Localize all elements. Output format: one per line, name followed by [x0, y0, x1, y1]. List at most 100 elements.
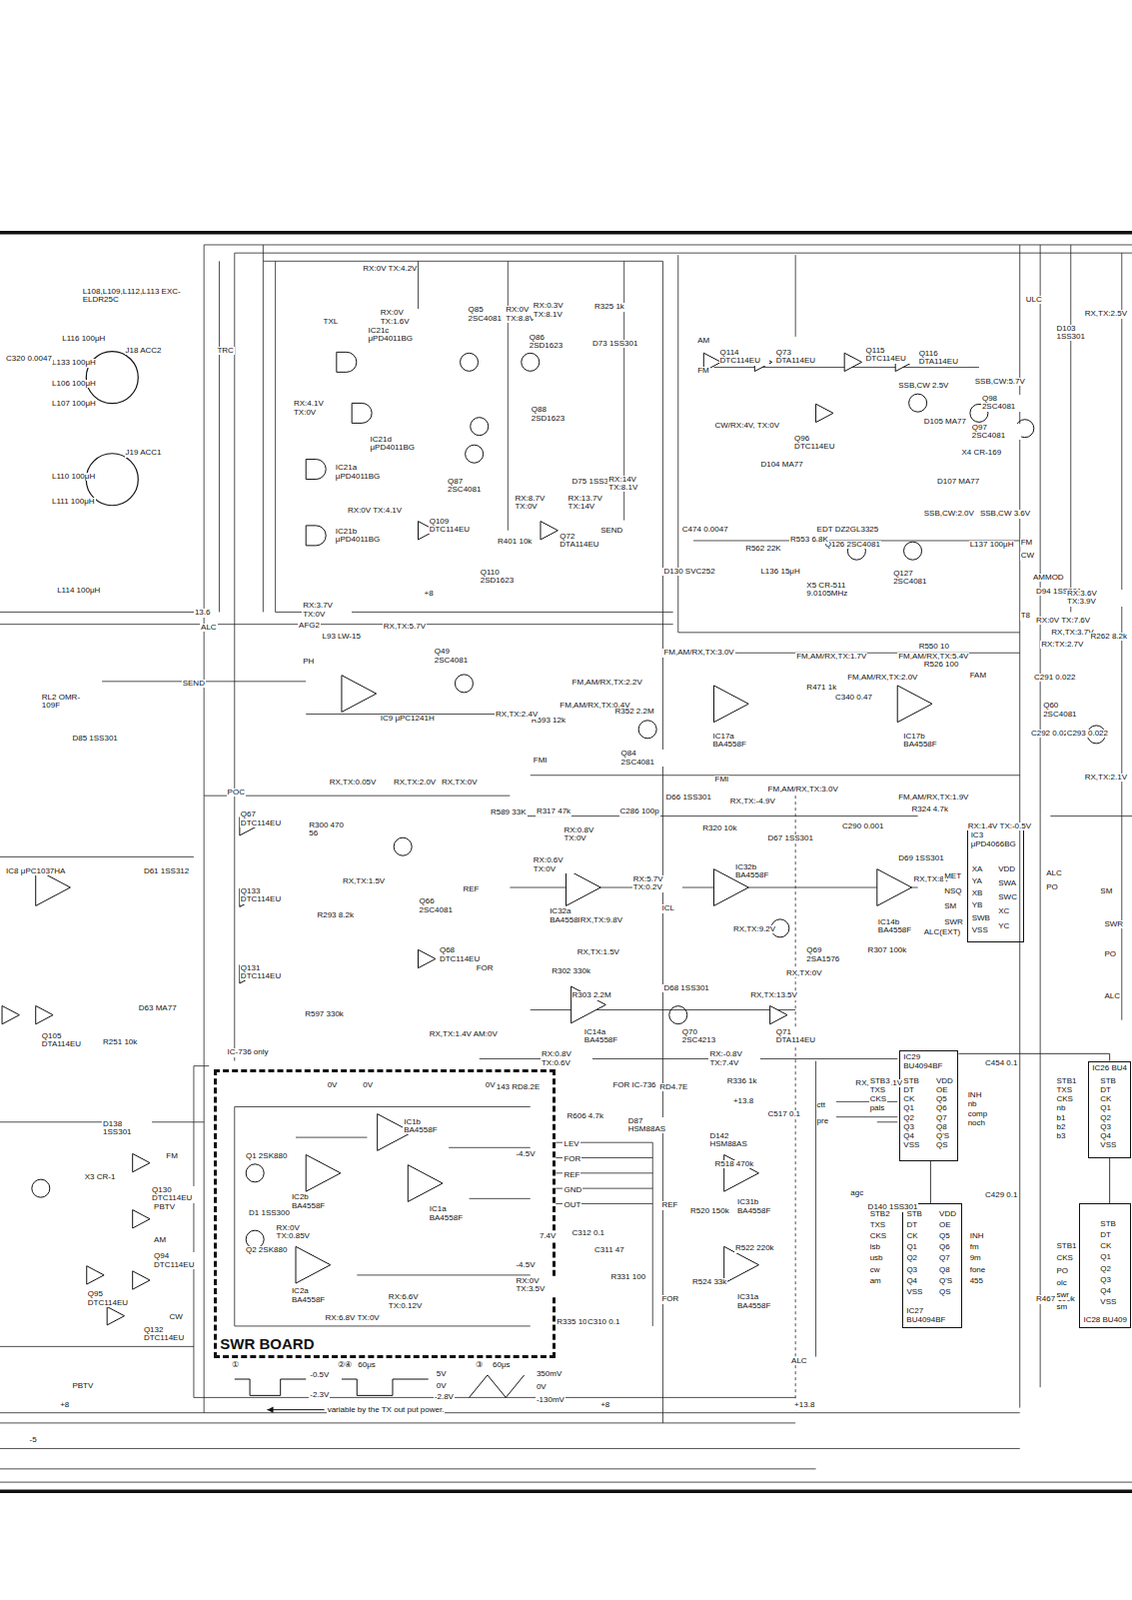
signal-label: ②④: [336, 1360, 353, 1369]
signal-label: FM: [1020, 538, 1035, 547]
signal-label: Q132 DTC114EU: [142, 1325, 193, 1343]
signal-label: STB: [1099, 1077, 1118, 1086]
signal-label: -4.5V: [514, 1260, 536, 1269]
signal-label: SWR: [943, 918, 965, 927]
signal-label: CW: [167, 1312, 183, 1321]
nand-gate: [305, 525, 326, 546]
signal-label: Q1: [1099, 1104, 1113, 1113]
signal-label: comp: [967, 1110, 990, 1119]
wire: [836, 1116, 898, 1118]
signal-label: YA: [971, 877, 984, 886]
signal-label: Q1: [902, 1104, 916, 1113]
opamp-symbol: [566, 869, 602, 907]
wire: [0, 856, 194, 858]
signal-label: R526 100: [923, 660, 961, 669]
signal-label: R401 10k: [496, 537, 533, 546]
wire: [234, 1324, 531, 1326]
signal-label: CKS: [1055, 1253, 1074, 1262]
signal-label: RX:0V TX:1.6V: [379, 308, 430, 326]
signal-label: D138 1SS301: [101, 1120, 152, 1137]
wire: [0, 1345, 194, 1347]
wire: [795, 254, 797, 337]
signal-label: VSS: [971, 926, 990, 935]
signal-label: X4 CR-169: [961, 448, 1004, 457]
signal-label: RX,TX:9.8V: [579, 916, 624, 925]
wire: [203, 795, 510, 797]
signal-label: 0V: [435, 1381, 448, 1390]
wire: [203, 244, 205, 1413]
signal-label: D67 1SS301: [767, 834, 815, 843]
signal-label: noch: [967, 1119, 987, 1128]
signal-label: FM,AM/RX,TX:2.2V: [571, 678, 644, 687]
signal-label: R606 4.7k: [566, 1112, 605, 1121]
signal-label: Q70 2SC4213: [681, 1028, 732, 1046]
signal-label: CW/RX:4V, TX:0V: [714, 421, 781, 430]
signal-label: Q1: [905, 1242, 919, 1251]
transistor-symbol: [465, 444, 484, 463]
signal-label: 7.4V: [538, 1231, 557, 1240]
buffer-symbol: [132, 1209, 150, 1228]
signal-label: R307 100k: [867, 946, 909, 955]
wire: [218, 260, 220, 612]
signal-label: RX,TX:13.5V: [749, 991, 799, 1000]
signal-label: R597 330k: [303, 1010, 345, 1019]
signal-label: D103 1SS301: [1055, 324, 1106, 342]
signal-label: IC31a BA4558F: [736, 1292, 787, 1310]
signal-label: RX,TX:3.7V: [1050, 628, 1095, 637]
signal-label: RX:13.7V TX:14V: [567, 494, 618, 512]
signal-label: C320 0.0047: [4, 354, 53, 363]
signal-label: ALC: [1045, 869, 1064, 878]
signal-label: FOR: [562, 1154, 582, 1163]
signal-label: C310 0.1: [586, 1317, 621, 1326]
signal-label: Q126 2SC4081: [824, 540, 882, 549]
signal-label: INH: [969, 1231, 986, 1240]
signal-label: Q'S: [938, 1276, 954, 1285]
signal-label: R589 33K: [489, 808, 528, 817]
signal-label: sm: [1055, 1302, 1069, 1311]
signal-label: C290 0.001: [841, 822, 885, 831]
signal-label: C517 0.1: [767, 1110, 802, 1119]
signal-label: XB: [971, 889, 985, 898]
signal-label: RX:6.6V TX:0.12V: [387, 1292, 438, 1310]
signal-label: RX,TX:1.5V: [576, 948, 621, 957]
signal-label: IC21b μPD4011BG: [334, 527, 385, 545]
signal-label: SEND: [181, 679, 206, 688]
signal-label: L106 100μH: [50, 379, 97, 388]
signal-label: Q2: [905, 1253, 919, 1262]
arrow-head: [266, 1406, 273, 1413]
frame-line: [0, 230, 1132, 235]
signal-label: POC: [226, 788, 246, 797]
signal-label: ALC: [790, 1356, 809, 1365]
signal-label: RX:4.1V TX:0V: [292, 399, 343, 417]
signal-label: ALC: [199, 623, 218, 632]
signal-label: Q97 2SC4081: [971, 423, 1022, 441]
signal-label: 0V: [361, 1081, 374, 1090]
signal-label: IC21a μPD4011BG: [334, 463, 385, 481]
signal-label: Q69 2SA1576: [805, 946, 856, 964]
signal-label: fone: [969, 1265, 988, 1274]
signal-label: Q116 DTA114EU: [918, 349, 969, 367]
ic-name: IC28 BU409: [1083, 1315, 1128, 1325]
signal-label: Q110 2SD1623: [479, 568, 530, 586]
signal-label: VSS: [1099, 1297, 1118, 1306]
signal-label: X3 CR-1: [83, 1172, 117, 1181]
signal-label: Q131 DTC114EU: [239, 964, 290, 982]
signal-label: FAM: [969, 671, 988, 680]
signal-label: RX,TX:2.4V: [494, 710, 539, 719]
signal-label: Q4: [905, 1276, 919, 1285]
signal-label: 5V: [435, 1369, 448, 1378]
dotted-wire: [795, 795, 797, 1413]
signal-label: MET: [943, 872, 963, 881]
opamp-symbol: [407, 1164, 443, 1202]
wire: [0, 611, 204, 613]
signal-label: D87 HSM88AS: [627, 1117, 678, 1134]
signal-label: RX:TX:2.7V: [1040, 640, 1085, 649]
signal-label: QS: [935, 1140, 950, 1149]
signal-label: Q2 2SK880: [244, 1245, 288, 1254]
signal-label: 0V: [326, 1081, 339, 1090]
signal-label: RX,TX:-4.9V: [729, 797, 777, 806]
nand-gate: [336, 351, 357, 372]
signal-label: SSB,CW 3.6V: [979, 509, 1032, 518]
signal-label: +13.8: [793, 1400, 816, 1409]
signal-label: VSS: [1099, 1140, 1118, 1149]
